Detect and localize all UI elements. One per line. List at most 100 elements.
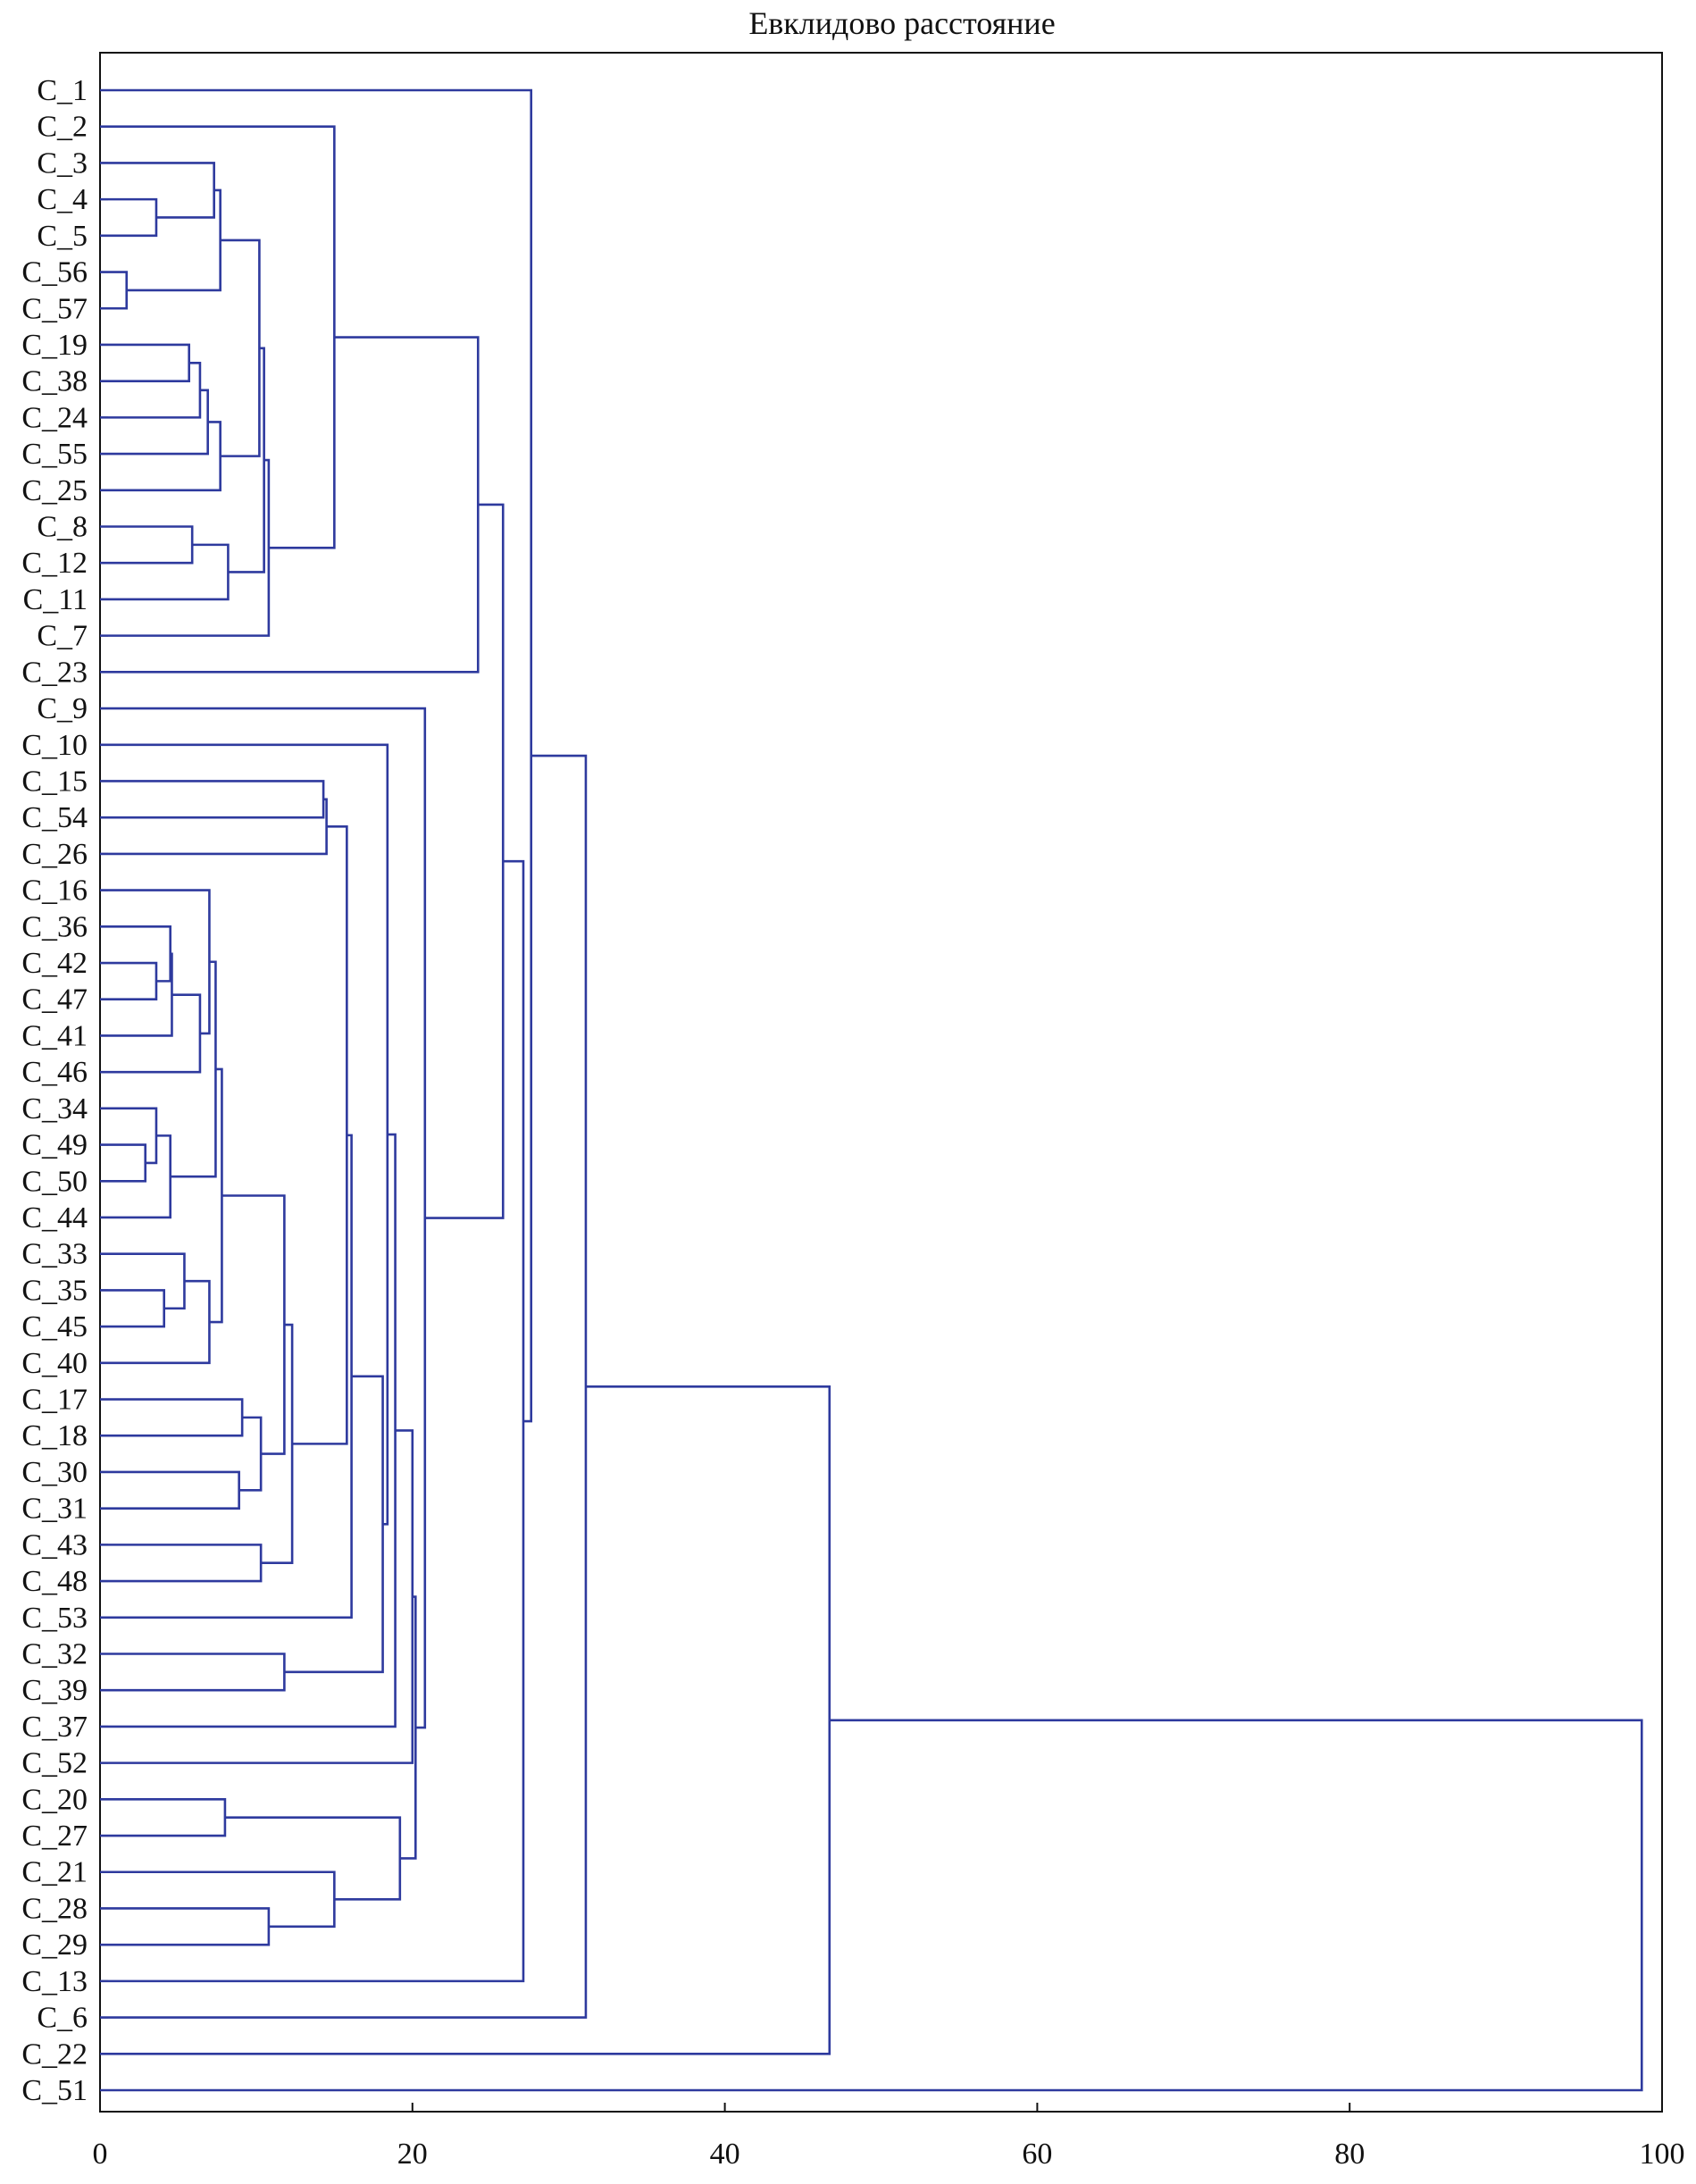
merge-link — [126, 188, 221, 292]
x-tick-label: 80 — [1334, 2138, 1365, 2171]
leaf-label: C_33 — [21, 1238, 88, 1271]
leaf-label: C_41 — [21, 1019, 88, 1052]
merge-link — [100, 1252, 186, 1310]
x-tick-label: 20 — [397, 2138, 428, 2171]
leaf-label: C_21 — [21, 1856, 88, 1889]
leaf-label: C_7 — [37, 620, 88, 653]
leaf-label: C_48 — [21, 1565, 88, 1598]
x-tick-label: 0 — [93, 2138, 108, 2171]
leaf-label: C_49 — [21, 1129, 88, 1162]
leaf-label: C_31 — [21, 1493, 88, 1526]
merge-link — [100, 993, 202, 1074]
merge-link — [100, 743, 389, 1526]
leaf-label: C_45 — [21, 1310, 88, 1343]
merge-link — [100, 1398, 244, 1437]
leaf-label: C_42 — [21, 947, 88, 980]
leaf-label: C_29 — [21, 1929, 88, 1962]
merge-link — [100, 961, 158, 1001]
chart-title: Евклидово расстояние — [748, 5, 1055, 41]
merge-link — [100, 362, 202, 419]
leaf-label: C_43 — [21, 1528, 88, 1561]
merge-link — [100, 525, 194, 565]
merge-link — [100, 271, 129, 310]
merge-link — [100, 754, 588, 2019]
axis-ticks: 0 20 40 60 80 100 — [93, 89, 1685, 2171]
leaf-label: C_56 — [21, 256, 88, 289]
merge-link — [100, 798, 328, 856]
leaf-label: C_19 — [21, 329, 88, 362]
merge-link — [100, 197, 158, 238]
merge-link — [100, 859, 525, 1983]
merge-link — [100, 1134, 172, 1219]
merge-link — [100, 1279, 211, 1365]
merge-link — [100, 1289, 166, 1328]
leaf-label: C_30 — [21, 1456, 88, 1489]
plot-frame — [99, 52, 1663, 2113]
leaf-label: C_44 — [21, 1201, 88, 1234]
leaf-label: C_57 — [21, 292, 88, 325]
leaf-label: C_52 — [21, 1747, 88, 1780]
x-tick-label: 100 — [1640, 2138, 1685, 2171]
merge-link — [424, 503, 505, 1219]
leaf-label: C_17 — [21, 1384, 88, 1417]
leaf-label: C_38 — [21, 365, 88, 398]
leaf-label: C_5 — [37, 220, 88, 253]
merge-link — [100, 1107, 158, 1165]
merge-link — [100, 389, 209, 456]
leaf-label: C_13 — [21, 1965, 88, 1998]
merge-link — [221, 1194, 286, 1455]
merge-link — [100, 1470, 240, 1510]
merge-link — [100, 1870, 336, 1929]
leaf-label: C_28 — [21, 1892, 88, 1925]
x-tick-label: 40 — [710, 2138, 740, 2171]
leaf-label: C_40 — [21, 1347, 88, 1380]
leaf-label: C_53 — [21, 1602, 88, 1635]
leaf-label: C_35 — [21, 1274, 88, 1307]
leaf-label: C_32 — [21, 1637, 88, 1670]
leaf-label: C_26 — [21, 838, 88, 871]
merge-link — [100, 336, 480, 674]
merge-link — [100, 780, 325, 819]
leaf-label: C_47 — [21, 983, 88, 1017]
leaf-label: C_39 — [21, 1674, 88, 1707]
leaf-label: C_54 — [21, 801, 88, 834]
leaf-label: C_12 — [21, 547, 88, 580]
dendrogram-links — [100, 88, 1643, 2092]
merge-link — [100, 343, 190, 382]
merge-link — [100, 1143, 147, 1183]
merge-link — [100, 458, 271, 637]
merge-link — [224, 1816, 402, 1901]
leaf-label: C_37 — [21, 1711, 88, 1744]
merge-link — [100, 1429, 414, 1764]
leaf-label: C_36 — [21, 910, 88, 943]
leaf-label: C_11 — [23, 583, 88, 616]
leaf-label: C_46 — [21, 1056, 88, 1089]
leaf-label: C_27 — [21, 1820, 88, 1853]
leaf-label: C_55 — [21, 438, 88, 471]
merge-link — [100, 952, 173, 1037]
merge-link — [220, 238, 261, 457]
merge-link — [261, 1323, 294, 1565]
merge-link — [100, 1653, 286, 1692]
merge-link — [100, 1385, 831, 2055]
leaf-label: C_10 — [21, 729, 88, 762]
x-tick-label: 60 — [1022, 2138, 1052, 2171]
merge-link — [292, 825, 348, 1445]
merge-link — [100, 925, 172, 983]
merge-link — [100, 1798, 227, 1837]
leaf-label: C_1 — [37, 74, 88, 107]
leaf-label: C_34 — [21, 1092, 88, 1125]
leaf-label: C_23 — [21, 656, 88, 689]
merge-link — [100, 1907, 271, 1946]
merge-link — [100, 543, 230, 601]
merge-link — [284, 1375, 384, 1674]
leaf-label: C_20 — [21, 1783, 88, 1816]
leaf-label: C_16 — [21, 874, 88, 908]
leaf-label: C_50 — [21, 1165, 88, 1198]
leaf-label: C_51 — [21, 2074, 88, 2107]
leaf-label: C_4 — [37, 183, 88, 216]
leaf-label: C_25 — [21, 474, 88, 507]
leaf-label: C_22 — [21, 2038, 88, 2071]
leaf-labels: C_1C_2C_3C_4C_5C_56C_57C_19C_38C_24C_55C… — [21, 74, 88, 2107]
leaf-label: C_3 — [37, 146, 88, 180]
